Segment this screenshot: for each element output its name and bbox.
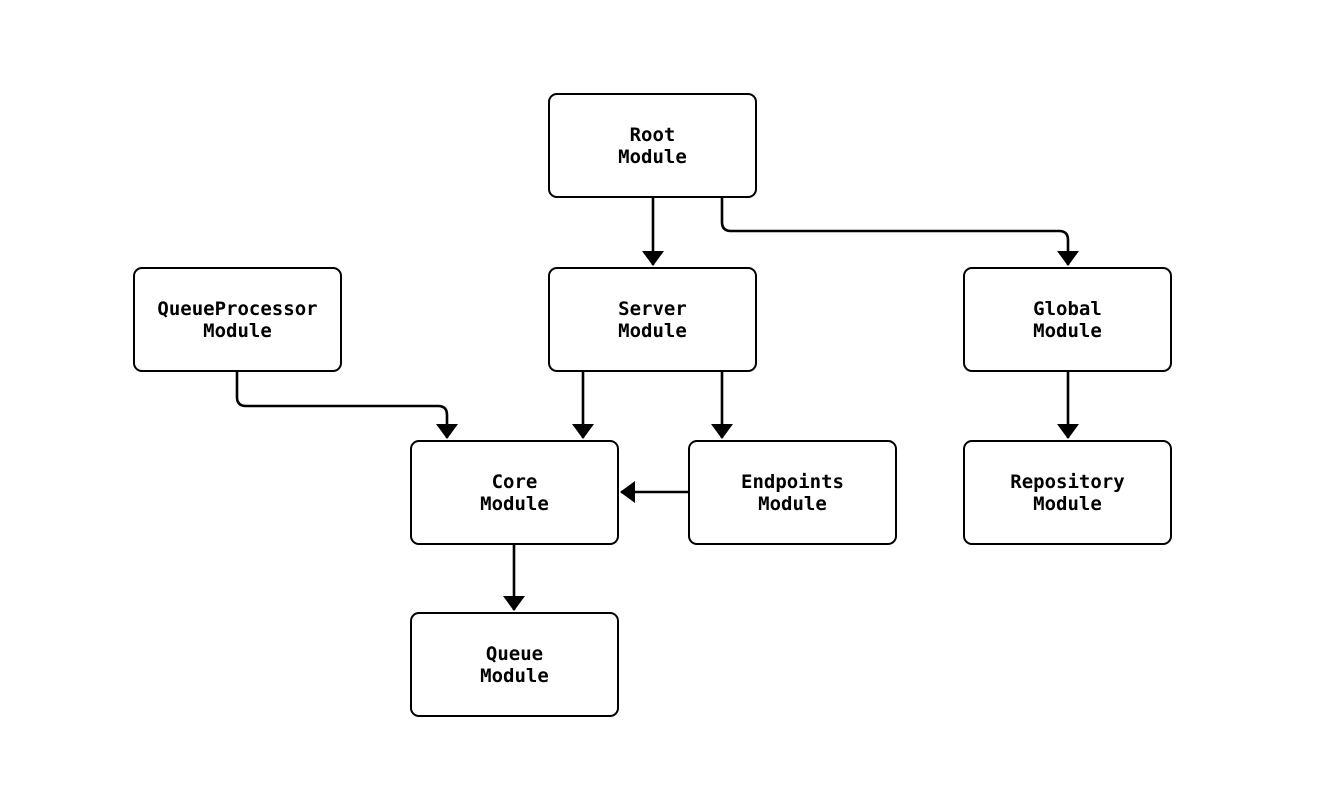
node-label-queue-module: Queue Module — [480, 642, 549, 687]
node-label-root-module: Root Module — [618, 123, 687, 168]
node-root-module: Root Module — [548, 93, 757, 198]
node-endpoints-module: Endpoints Module — [688, 440, 897, 545]
node-label-queueprocessor-module: QueueProcessor Module — [157, 297, 318, 342]
edge-root-global — [720, 198, 1079, 266]
node-label-server-module: Server Module — [618, 297, 687, 342]
node-global-module: Global Module — [963, 267, 1172, 372]
node-label-repository-module: Repository Module — [1010, 470, 1125, 515]
node-core-module: Core Module — [410, 440, 619, 545]
node-queueprocessor-module: QueueProcessor Module — [133, 267, 342, 372]
edge-queueprocessor-core — [235, 372, 458, 439]
node-label-global-module: Global Module — [1033, 297, 1102, 342]
node-queue-module: Queue Module — [410, 612, 619, 717]
node-server-module: Server Module — [548, 267, 757, 372]
node-repository-module: Repository Module — [963, 440, 1172, 545]
node-label-core-module: Core Module — [480, 470, 549, 515]
node-label-endpoints-module: Endpoints Module — [741, 470, 844, 515]
